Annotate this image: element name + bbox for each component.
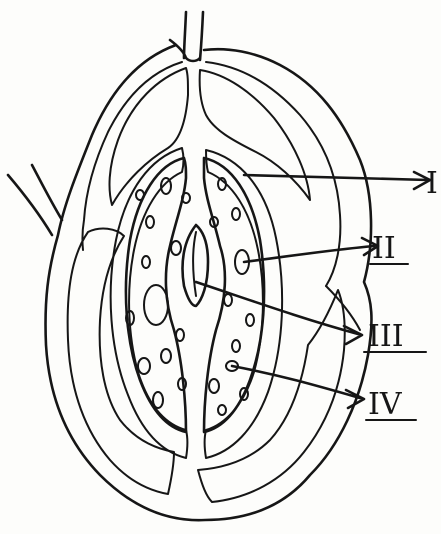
left-inner-band xyxy=(111,148,188,458)
left-pollen-sac xyxy=(126,158,186,432)
svg-text:IV: IV xyxy=(368,387,403,422)
svg-text:I: I xyxy=(426,166,438,201)
upper-right-lobe xyxy=(200,70,310,200)
lower-right-lobe xyxy=(198,290,345,502)
anther-wall-inner-line xyxy=(82,62,182,250)
upper-left-lobe xyxy=(110,68,188,205)
svg-text:III: III xyxy=(368,319,404,354)
right-inner-band xyxy=(205,150,283,458)
connective-stalk xyxy=(170,12,203,61)
label-III: III xyxy=(364,319,426,354)
label-II: II xyxy=(370,231,408,266)
svg-text:II: II xyxy=(372,231,396,266)
label-IV: IV xyxy=(366,387,416,422)
leader-II xyxy=(244,238,378,262)
label-I: I xyxy=(426,166,438,201)
anther-outer-wall xyxy=(46,45,372,520)
left-branch xyxy=(8,165,62,235)
